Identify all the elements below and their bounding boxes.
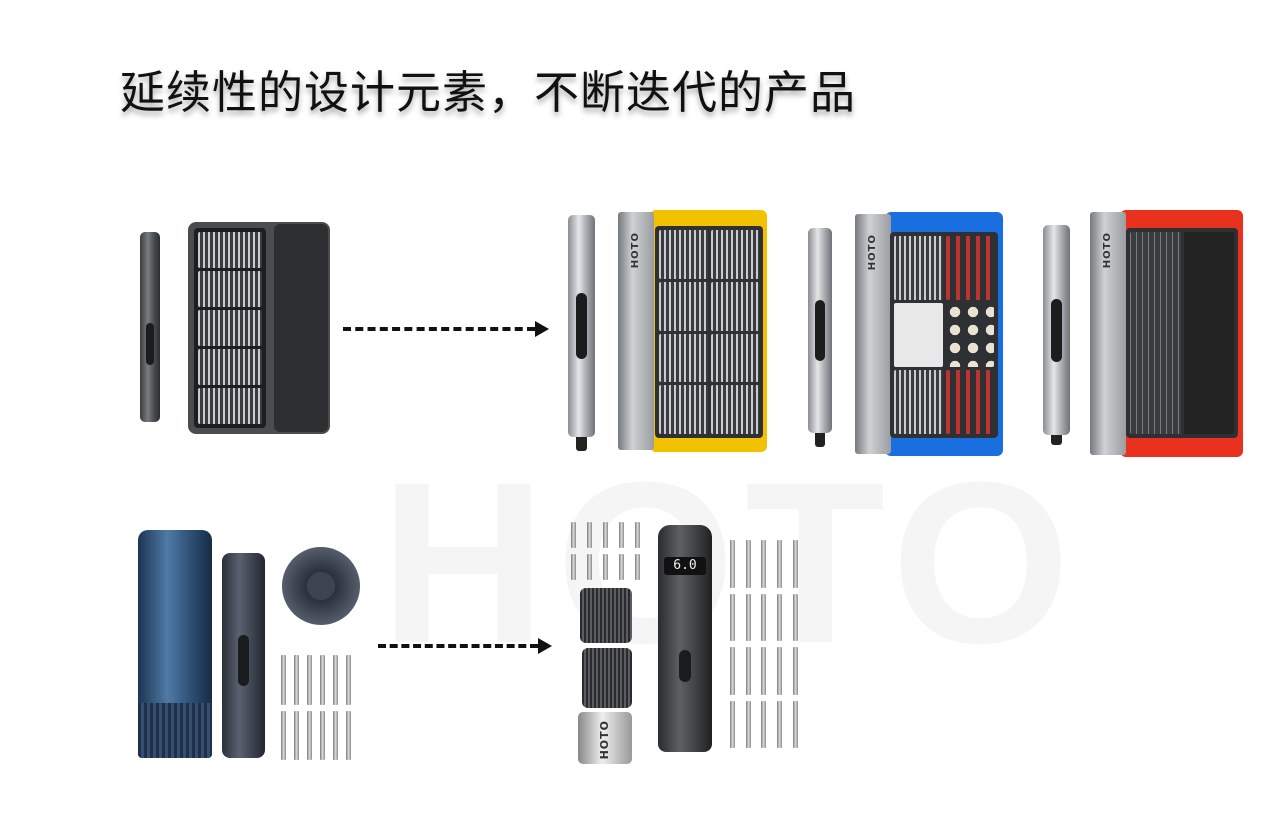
screwdriver-bit [307,655,312,705]
precision-screwdriver-pen-old [140,232,160,422]
electric-screwdriver-old [222,553,265,758]
screwdriver-bit [745,700,751,748]
screwdriver-bit [346,655,351,705]
precision-screwdriver-pen-silver [1043,225,1070,445]
screwdriver-bit [730,540,736,588]
screwdriver-bit [618,554,624,580]
screwdriver-bit [745,540,751,588]
bit-holder-disc [282,547,360,625]
screwdriver-bit [320,655,325,705]
screwdriver-bit [777,700,783,748]
screwdriver-bit [586,554,592,580]
precision-screwdriver-pen-silver [568,215,595,451]
hoto-logo: HOTO [1102,232,1113,269]
slide-title: 延续性的设计元素，不断迭代的产品 [120,66,857,119]
screwdriver-bit [281,655,286,705]
bit-holder-cylinder [580,588,632,643]
screwdriver-bit [602,522,608,548]
screwdriver-bit [792,700,798,748]
screwdriver-bit [792,540,798,588]
screwdriver-bit [761,593,767,641]
screwdriver-bit [634,554,640,580]
screwdriver-bit [777,647,783,695]
screwdriver-bit [730,647,736,695]
screwdriver-bit [792,647,798,695]
screwdriver-bit [792,593,798,641]
screwdriver-bit [745,593,751,641]
screwdriver-bit [333,710,338,760]
screwdriver-bit [761,700,767,748]
arrow-right-icon [343,321,549,337]
hoto-watermark: HOTO [380,430,1080,695]
bit-tray [194,228,266,428]
hoto-logo: HOTO [598,720,611,760]
screwdriver-bit [294,655,299,705]
screwdriver-bit [570,554,576,580]
bit-tray [655,226,763,438]
screwdriver-bit [730,593,736,641]
screwdriver-bit [761,540,767,588]
hoto-logo: HOTO [630,232,641,269]
screwdriver-bit [777,593,783,641]
bit-set [568,522,642,580]
screwdriver-bit [745,647,751,695]
screwdriver-bit [730,700,736,748]
screwdriver-bit [294,710,299,760]
screwdriver-bit [333,655,338,705]
case-lid [274,224,328,432]
screwdriver-bit [570,522,576,548]
screwdriver-bit [307,710,312,760]
screwdriver-bit [346,710,351,760]
bit-set [280,655,352,760]
accessory-tray [890,232,998,438]
screwdriver-bit [586,522,592,548]
drill-bit-tray [1126,228,1238,438]
hoto-cylinder-cap: HOTO [578,712,632,764]
bit-set [728,540,800,748]
arrow-right-icon [378,638,552,654]
screwdriver-bit [320,710,325,760]
screwdriver-kit-case-old [188,222,330,434]
rotary-tool-pen [808,228,832,447]
hoto-logo: HOTO [867,234,878,271]
blue-cylinder-case [138,530,212,758]
screwdriver-bit [761,647,767,695]
screwdriver-bit [634,522,640,548]
kit-case-bar: HOTO [618,212,654,450]
screwdriver-bit [618,522,624,548]
screwdriver-bit [777,540,783,588]
screwdriver-bit [602,554,608,580]
electric-screwdriver-new: 6.0 [658,525,712,752]
screwdriver-bit [281,710,286,760]
bit-holder-cylinder [582,648,632,708]
kit-case-bar: HOTO [1090,212,1126,455]
torque-display: 6.0 [664,557,706,575]
kit-case-bar: HOTO [855,214,891,454]
